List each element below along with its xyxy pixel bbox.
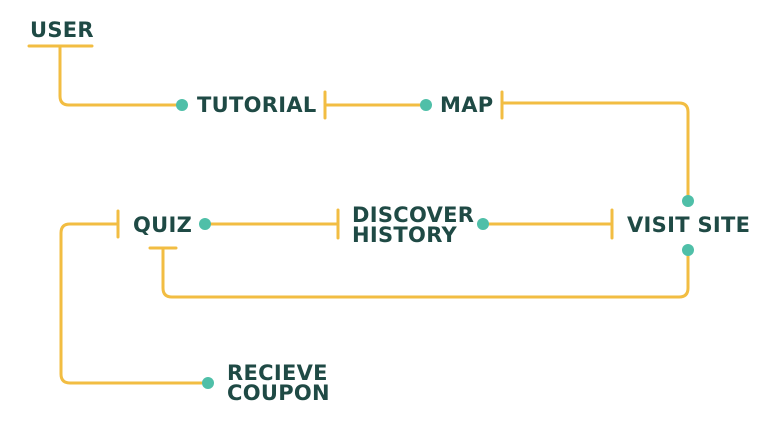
node-discover-history: DISCOVER HISTORY bbox=[352, 203, 475, 247]
dot-visit-site-top bbox=[682, 195, 694, 207]
node-discover-history-line-1: DISCOVER bbox=[352, 203, 475, 227]
connector-quiz-coupon bbox=[59, 209, 210, 385]
dot-tutorial bbox=[176, 99, 188, 111]
node-quiz: QUIZ bbox=[133, 213, 193, 237]
node-recieve-coupon-line-1: RECIEVE bbox=[227, 361, 328, 385]
connector-user-tutorial bbox=[27, 44, 184, 107]
connector-discover-visit-site bbox=[481, 208, 614, 240]
node-visit-site: VISIT SITE bbox=[627, 213, 751, 237]
connector-quiz-discover bbox=[203, 208, 340, 240]
dot-quiz bbox=[199, 218, 211, 230]
node-discover-history-line-2: HISTORY bbox=[352, 223, 458, 247]
dot-recieve-coupon bbox=[202, 377, 214, 389]
dot-map bbox=[420, 99, 432, 111]
connector-tutorial-map bbox=[323, 90, 428, 120]
dot-visit-site-bottom bbox=[682, 244, 694, 256]
endpoint-dots bbox=[176, 99, 694, 389]
node-map: MAP bbox=[440, 93, 494, 117]
node-tutorial: TUTORIAL bbox=[197, 93, 317, 117]
dot-discover-history bbox=[477, 218, 489, 230]
connector-visit-site-quiz bbox=[148, 246, 690, 299]
node-recieve-coupon: RECIEVE COUPON bbox=[227, 361, 330, 405]
node-recieve-coupon-line-2: COUPON bbox=[227, 381, 330, 405]
node-user: USER bbox=[30, 18, 94, 42]
connectors bbox=[27, 44, 690, 385]
connector-map-visit-site bbox=[500, 90, 690, 203]
